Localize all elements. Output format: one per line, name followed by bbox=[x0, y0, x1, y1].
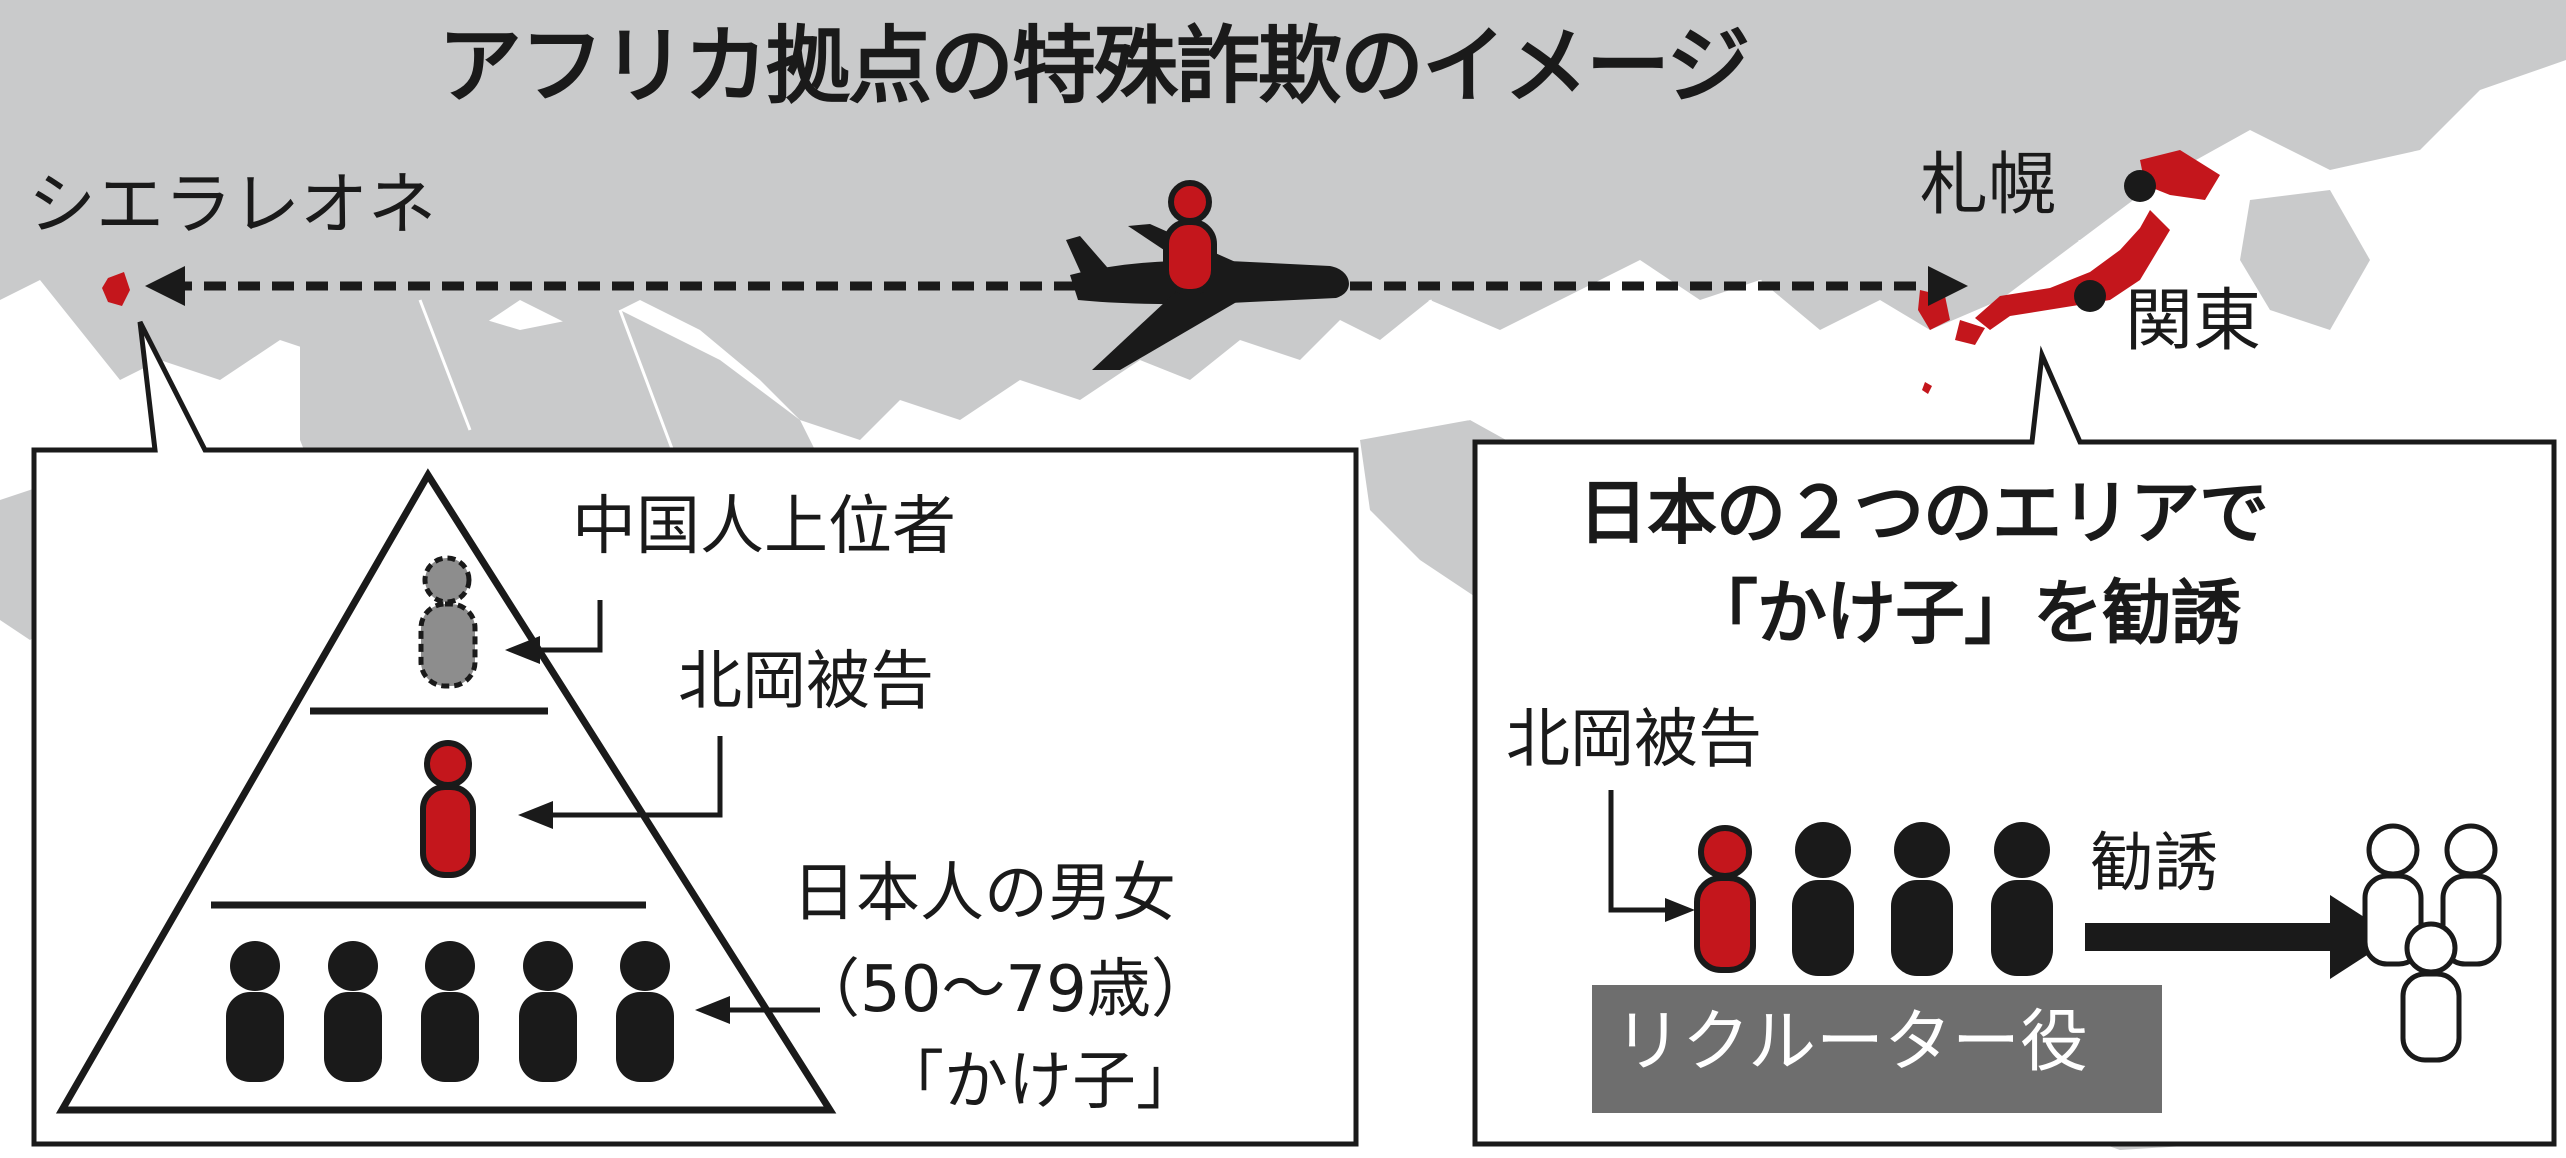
recruited-people-icon bbox=[2362, 823, 2502, 1063]
pyramid-bottom-label-2: （50～79歳） bbox=[796, 953, 1215, 1027]
caller-figure-icon bbox=[226, 941, 284, 1082]
defendant-figure-icon bbox=[420, 740, 476, 878]
sapporo-dot bbox=[2124, 170, 2156, 202]
recruit-arrow-label: 勧誘 bbox=[2090, 827, 2218, 901]
pyramid-bottom-label-1: 日本人の男女 bbox=[792, 857, 1176, 931]
defendant-recruiter-figure-icon bbox=[1694, 825, 1756, 973]
pyramid-callout-box bbox=[31, 320, 1359, 1147]
chinese-superior-figure-icon bbox=[418, 555, 478, 689]
recruit-heading-line1: 日本の２つのエリアで bbox=[1578, 472, 2269, 554]
caller-figure-icon bbox=[421, 941, 479, 1082]
sierra-leone-marker bbox=[102, 272, 130, 306]
recruiter-figure-icon bbox=[1792, 822, 1854, 976]
kanto-dot bbox=[2074, 280, 2106, 312]
recruiter-role-label: リクルーター役 bbox=[1614, 1003, 2088, 1082]
caller-figure-icon bbox=[324, 941, 382, 1082]
caller-figures bbox=[226, 941, 674, 1082]
place-label-origin: シエラレオネ bbox=[28, 166, 437, 245]
pyramid-top-label: 中国人上位者 bbox=[572, 490, 956, 564]
caller-figure-icon bbox=[519, 941, 577, 1082]
pyramid-arrowheads bbox=[505, 636, 730, 1024]
hierarchy-pyramid bbox=[55, 468, 837, 1114]
recruiter-figure-icon bbox=[1891, 822, 1953, 976]
japan-map-shape bbox=[1918, 150, 2220, 394]
place-label-kanto: 関東 bbox=[2125, 282, 2262, 361]
place-label-sapporo: 札幌 bbox=[1920, 146, 2057, 225]
recruit-heading-line2: 「かけ子」を勧誘 bbox=[1688, 572, 2241, 654]
recruiter-figures bbox=[1694, 822, 2053, 976]
arrowhead-left bbox=[145, 266, 185, 306]
caller-figure-icon bbox=[616, 941, 674, 1082]
recruiter-figure-icon bbox=[1991, 822, 2053, 976]
recruiter-role-band: リクルーター役 bbox=[1592, 985, 2162, 1113]
pyramid-bottom-label-3: 「かけ子」 bbox=[880, 1045, 1200, 1119]
diagram-title: アフリカ拠点の特殊詐欺のイメージ bbox=[438, 17, 1750, 115]
defendant-pointer-arrowhead bbox=[1665, 898, 1695, 922]
pyramid-middle-label: 北岡被告 bbox=[678, 645, 934, 719]
pyramid-pointer-arrows bbox=[535, 600, 820, 1013]
traveler-figure-icon bbox=[1163, 180, 1217, 295]
defendant-pointer-arrow bbox=[1608, 790, 1680, 913]
arrowhead-right bbox=[1928, 266, 1968, 306]
recruit-defendant-label: 北岡被告 bbox=[1506, 703, 1762, 777]
route-arrow bbox=[145, 266, 1968, 306]
